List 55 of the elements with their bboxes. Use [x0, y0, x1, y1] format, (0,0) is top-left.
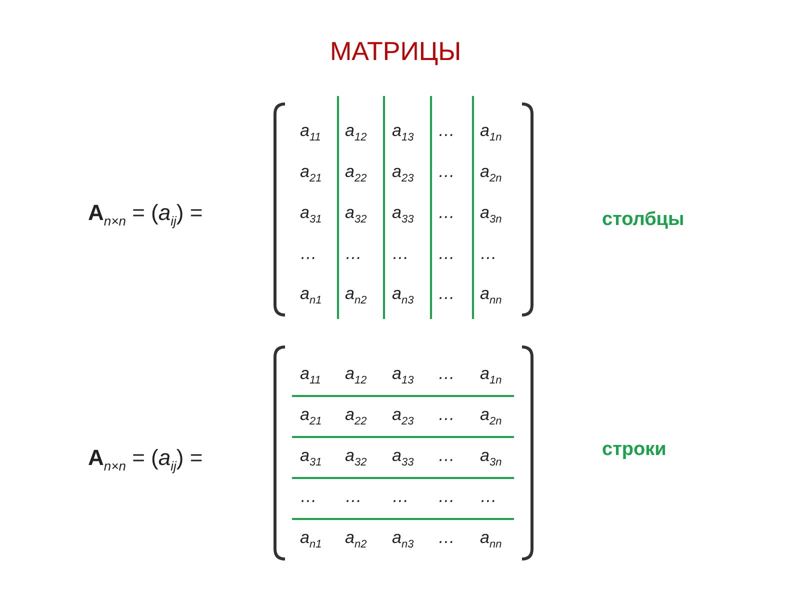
- matrix-element: …: [438, 122, 455, 139]
- matrix-element: a$_{3n}$: [480, 204, 502, 226]
- matrix-element: a$_{31}$: [300, 447, 322, 468]
- matrix-element: a$_{22}$: [345, 406, 367, 428]
- matrix-element: a$_{3n}$: [480, 447, 502, 468]
- matrix-element: …: [392, 488, 409, 505]
- matrix-element: …: [438, 447, 455, 464]
- matrix-element: a$_{32}$: [345, 204, 367, 226]
- matrix-element: …: [438, 406, 455, 423]
- matrix-element: a$_{2n}$: [480, 406, 502, 428]
- matrix-element: a$_{33}$: [392, 204, 414, 226]
- matrix-element: a$_{12}$: [345, 122, 367, 144]
- matrix-element: …: [438, 365, 455, 382]
- matrix-formula: A$_{n×n}$ = (a$_{ij}$) =: [88, 202, 203, 228]
- matrix-element: a$_{22}$: [345, 163, 367, 184]
- matrix-element: …: [438, 163, 455, 180]
- annotation-text: столбцы: [602, 210, 684, 229]
- matrix-element: a$_{13}$: [392, 122, 414, 144]
- matrix-element: …: [438, 529, 455, 546]
- matrix-element: …: [480, 245, 497, 262]
- matrix-element: a$_{11}$: [300, 122, 321, 144]
- matrix-element: a$_{nn}$: [480, 285, 502, 306]
- matrix-element: …: [438, 285, 455, 302]
- matrix-element: a$_{n2}$: [345, 529, 367, 550]
- matrix-element: a$_{23}$: [392, 163, 414, 184]
- matrix-element: a$_{21}$: [300, 163, 322, 184]
- matrix-element: a$_{1n}$: [480, 122, 502, 144]
- matrix-element: a$_{2n}$: [480, 163, 502, 184]
- matrix-element: a$_{n1}$: [300, 285, 322, 306]
- matrix-formula: A$_{n×n}$ = (a$_{ij}$) =: [88, 447, 203, 472]
- matrix-element: …: [300, 488, 317, 505]
- matrix-element: a$_{32}$: [345, 447, 367, 468]
- matrix-element: a$_{13}$: [392, 365, 414, 386]
- matrix-element: a$_{n1}$: [300, 529, 322, 550]
- matrix-element: …: [438, 245, 455, 262]
- matrix-element: a$_{n3}$: [392, 529, 414, 550]
- matrix-element: a$_{11}$: [300, 365, 321, 386]
- matrix-element: …: [438, 204, 455, 221]
- matrix-element: a$_{nn}$: [480, 529, 502, 550]
- matrix-element: a$_{12}$: [345, 365, 367, 386]
- title: МАТРИЦЫ: [330, 38, 462, 64]
- annotation-text: строки: [602, 440, 666, 459]
- matrix-element: a$_{n3}$: [392, 285, 414, 306]
- matrix-element: …: [300, 245, 317, 262]
- matrix-element: a$_{33}$: [392, 447, 414, 468]
- matrix-element: a$_{n2}$: [345, 285, 367, 306]
- matrix-element: …: [392, 245, 409, 262]
- matrix-element: a$_{1n}$: [480, 365, 502, 386]
- matrix-element: a$_{31}$: [300, 204, 322, 226]
- matrix-element: …: [480, 488, 497, 505]
- matrix-element: …: [345, 488, 362, 505]
- matrix-element: a$_{21}$: [300, 406, 322, 428]
- matrix-element: a$_{23}$: [392, 406, 414, 428]
- matrix-element: …: [438, 488, 455, 505]
- matrix-element: …: [345, 245, 362, 262]
